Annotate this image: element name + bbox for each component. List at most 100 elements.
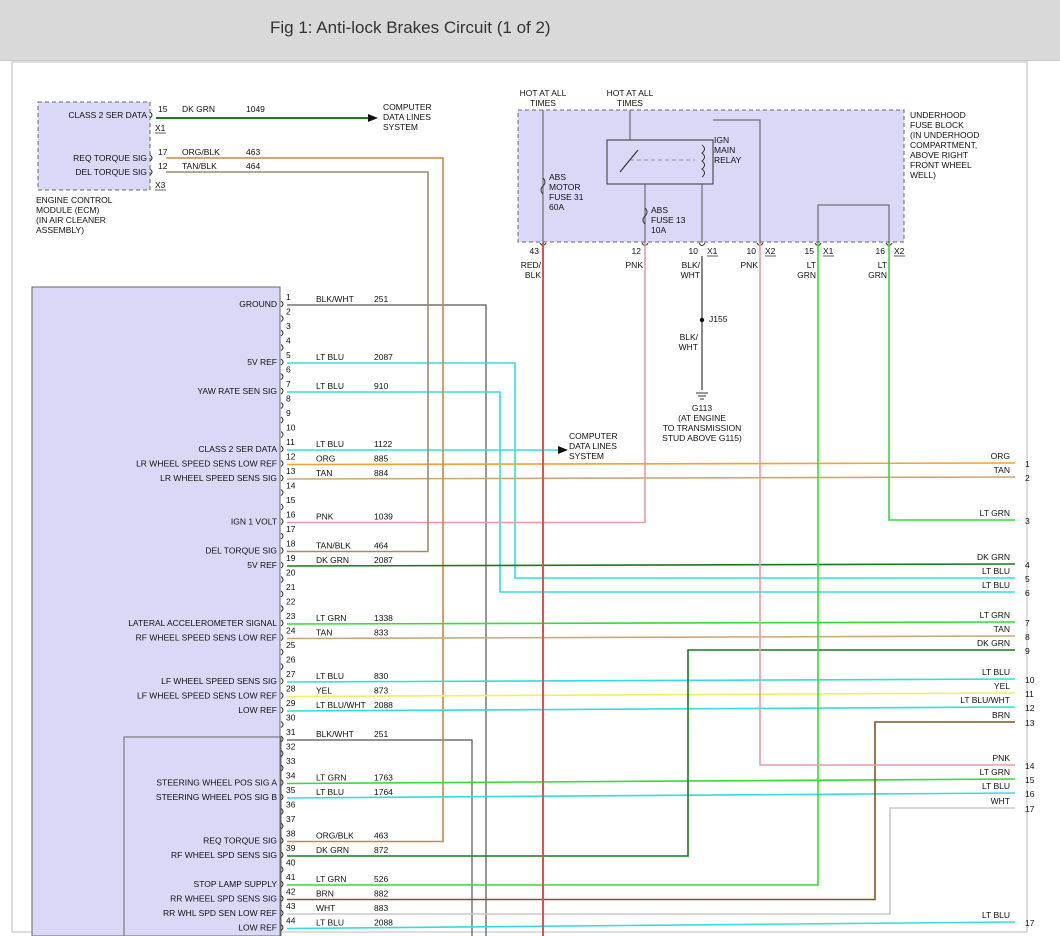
arrow-right-icon bbox=[368, 114, 378, 122]
ebcm-wire-color: LT GRN bbox=[316, 773, 346, 783]
ebcm-wire-color: DK GRN bbox=[316, 845, 349, 855]
ebcm-circuit-number: 873 bbox=[374, 686, 388, 696]
wire-stop-lamp bbox=[287, 243, 819, 886]
connector-pin-icon bbox=[280, 387, 284, 395]
underhood-fuse-block bbox=[517, 109, 905, 243]
ebcm-circuit-number: 463 bbox=[374, 831, 388, 841]
ecm-pin-number: 15 bbox=[158, 104, 168, 114]
connector-x1: X1 bbox=[155, 123, 166, 133]
ebcm-wire-color: BLK/WHT bbox=[316, 294, 354, 304]
ebcm-pin-number: 26 bbox=[286, 655, 296, 665]
relay-label: MAIN bbox=[714, 145, 735, 155]
ebcm-wire-color: YEL bbox=[316, 686, 332, 696]
fuse-output-pin: 10 bbox=[747, 246, 757, 256]
ebcm-wire-color: TAN bbox=[316, 468, 332, 478]
ground-wire-color: WHT bbox=[679, 342, 698, 352]
ebcm-pin-number: 3 bbox=[286, 321, 291, 331]
connector-pin-icon bbox=[280, 924, 284, 931]
harness-connector-number: 10 bbox=[1025, 675, 1035, 685]
ebcm-pin-number: 17 bbox=[286, 524, 296, 534]
connector-pin-icon bbox=[280, 445, 284, 453]
ebcm-wire-color: WHT bbox=[316, 903, 335, 913]
connector-pin-icon bbox=[280, 518, 284, 525]
fuse-output-color: BLK/ bbox=[682, 260, 701, 270]
harness-connector-number: 5 bbox=[1025, 574, 1030, 584]
ecm-title-line: MODULE (ECM) bbox=[36, 205, 99, 215]
wire-ign1 bbox=[287, 243, 646, 524]
ecm-title-line: ASSEMBLY) bbox=[36, 225, 84, 235]
fuse-block-label: ABOVE RIGHT bbox=[910, 150, 968, 160]
ebcm-pin-number: 10 bbox=[286, 423, 296, 433]
connector-pin-icon bbox=[280, 822, 284, 830]
ebcm-module bbox=[31, 286, 281, 936]
ebcm-wire-color: LT GRN bbox=[316, 613, 346, 623]
ebcm-circuit-number: 882 bbox=[374, 889, 388, 899]
ebcm-wire-color: LT BLU bbox=[316, 918, 344, 928]
ebcm-pin-number: 2 bbox=[286, 307, 291, 317]
harness-connector-number: 9 bbox=[1025, 646, 1030, 656]
connector-pin-icon bbox=[280, 315, 284, 322]
ecm-destination: SYSTEM bbox=[383, 122, 418, 132]
fuse-output-color: RED/ bbox=[521, 260, 542, 270]
harness-wire-color: DK GRN bbox=[977, 552, 1010, 562]
ebcm-pin-name: RR WHEEL SPD SENS SIG bbox=[170, 894, 277, 904]
fuse-output-pin: 43 bbox=[530, 246, 540, 256]
ebcm-pin-number: 33 bbox=[286, 756, 296, 766]
harness-connector-number: 13 bbox=[1025, 718, 1035, 728]
ground-location-label: TO TRANSMISSION bbox=[663, 423, 742, 433]
wire-lateral bbox=[286, 621, 1016, 625]
ebcm-circuit-number: 910 bbox=[374, 381, 388, 391]
ebcm-destination: SYSTEM bbox=[569, 451, 604, 461]
connector-pin-icon bbox=[149, 168, 153, 176]
fuse-block-label: FRONT WHEEL bbox=[910, 160, 972, 170]
connector-pin-icon bbox=[149, 111, 153, 119]
ebcm-pin-number: 18 bbox=[286, 539, 296, 549]
fuse-31-label: FUSE 31 bbox=[549, 192, 584, 202]
ebcm-wire-color: BRN bbox=[316, 889, 334, 899]
ebcm-pin-name: STOP LAMP SUPPLY bbox=[194, 879, 278, 889]
hot-at-all-times: HOT AT ALL bbox=[607, 88, 654, 98]
ebcm-pin-number: 32 bbox=[286, 742, 296, 752]
connector-pin-icon bbox=[149, 154, 153, 162]
title-bar: Fig 1: Anti-lock Brakes Circuit (1 of 2) bbox=[0, 0, 1060, 61]
connector-pin-icon bbox=[280, 503, 284, 511]
ecm-title-line: ENGINE CONTROL bbox=[36, 195, 113, 205]
ebcm-circuit-number: 526 bbox=[374, 874, 388, 884]
ecm-pin-number: 12 bbox=[158, 161, 168, 171]
ebcm-pin-number: 23 bbox=[286, 611, 296, 621]
relay-output-line bbox=[713, 119, 761, 243]
wire-ground bbox=[287, 304, 487, 936]
ebcm-pin-number: 22 bbox=[286, 597, 296, 607]
ebcm-pin-number: 19 bbox=[286, 553, 296, 563]
ebcm-pin-name: LR WHEEL SPEED SENS SIG bbox=[160, 473, 277, 483]
page-title: Fig 1: Anti-lock Brakes Circuit (1 of 2) bbox=[270, 18, 551, 37]
connector-pin-icon bbox=[280, 663, 284, 670]
fuse-13-label: ABS bbox=[651, 205, 668, 215]
ebcm-pin-number: 35 bbox=[286, 785, 296, 795]
harness-connector-number: 16 bbox=[1025, 789, 1035, 799]
connector-pin-icon bbox=[280, 474, 284, 482]
ebcm-wire-color: LT BLU bbox=[316, 671, 344, 681]
connector-pin-icon bbox=[280, 460, 284, 467]
ebcm-pin-name: LF WHEEL SPEED SENS SIG bbox=[161, 676, 277, 686]
fuse-output-connector: X1 bbox=[823, 246, 834, 256]
harness-connector-number: 1 bbox=[1025, 459, 1030, 469]
wire-5v-ref bbox=[287, 362, 1015, 579]
ebcm-circuit-number: 2088 bbox=[374, 918, 393, 928]
harness-wire-color: TAN bbox=[994, 465, 1010, 475]
ebcm-destination: DATA LINES bbox=[569, 441, 617, 451]
fuse-13-label: FUSE 13 bbox=[651, 215, 686, 225]
splice-dot bbox=[699, 317, 705, 323]
harness-connector-number: 8 bbox=[1025, 632, 1030, 642]
ebcm-circuit-number: 830 bbox=[374, 671, 388, 681]
fuse-13-label: 10A bbox=[651, 225, 666, 235]
fuse-output-color: GRN bbox=[868, 270, 887, 280]
fuse-31-label: 60A bbox=[549, 202, 564, 212]
harness-wire-color: YEL bbox=[994, 681, 1010, 691]
ebcm-pin-number: 4 bbox=[286, 336, 291, 346]
connector-pin-icon bbox=[280, 793, 284, 801]
harness-wire-color: LT BLU bbox=[982, 781, 1010, 791]
ebcm-pin-name: STEERING WHEEL POS SIG B bbox=[156, 792, 277, 802]
ebcm-circuit-number: 1338 bbox=[374, 613, 393, 623]
